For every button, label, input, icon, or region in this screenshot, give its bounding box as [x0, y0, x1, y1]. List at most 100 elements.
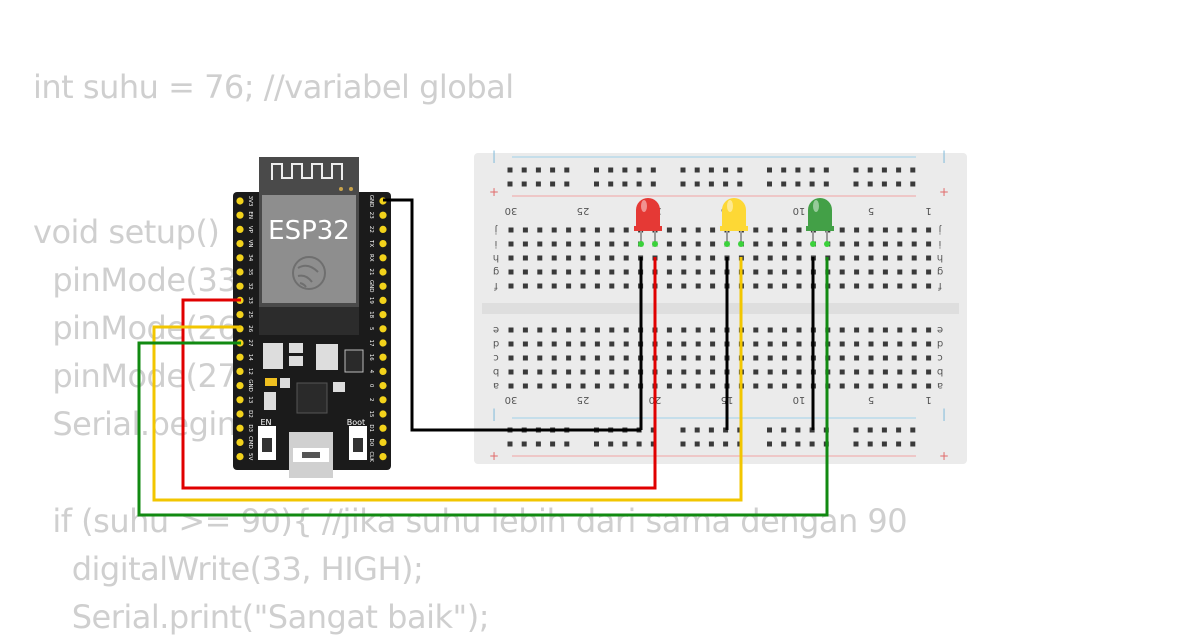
pin-left[interactable]: [236, 211, 244, 219]
hole: [911, 369, 917, 375]
pin-right[interactable]: [379, 396, 387, 404]
pin-right[interactable]: [379, 438, 387, 446]
pin-label-right: 2: [368, 398, 374, 402]
pin-left[interactable]: [236, 197, 244, 205]
pin-left[interactable]: [236, 240, 244, 248]
pin-right[interactable]: [379, 240, 387, 248]
column-number: 1: [925, 394, 931, 405]
hole: [723, 441, 729, 447]
pin-right[interactable]: [379, 453, 387, 461]
hole: [666, 269, 672, 275]
hole: [781, 181, 787, 187]
hole: [608, 167, 614, 173]
pin-right[interactable]: [379, 311, 387, 319]
pin-right[interactable]: [379, 424, 387, 432]
column-number: 1: [925, 205, 931, 216]
hole: [854, 355, 860, 361]
hole: [550, 167, 556, 173]
hole: [853, 427, 859, 433]
column-number: 5: [868, 394, 874, 405]
hole: [796, 269, 802, 275]
wire-yellow[interactable]: [152, 257, 743, 502]
pin-right[interactable]: [379, 367, 387, 375]
pin-left[interactable]: [236, 367, 244, 375]
pin-right[interactable]: [379, 268, 387, 276]
hole: [508, 341, 514, 347]
pin-right[interactable]: [379, 282, 387, 290]
code-line: if (suhu >= 90){ //jika suhu lebih dari …: [33, 501, 908, 540]
hole: [796, 241, 802, 247]
hole: [897, 269, 903, 275]
pin-left[interactable]: [236, 282, 244, 290]
wire-red[interactable]: [181, 257, 657, 490]
hole: [767, 269, 773, 275]
hole: [681, 227, 687, 233]
hole: [753, 327, 759, 333]
pin-right[interactable]: [379, 410, 387, 418]
hole: [781, 427, 787, 433]
hole: [580, 227, 586, 233]
hole: [564, 441, 570, 447]
hole: [926, 369, 932, 375]
hole: [854, 227, 860, 233]
wire-gnd[interactable]: [383, 198, 641, 432]
pin-right[interactable]: [379, 254, 387, 262]
pin-label-right: 17: [368, 340, 374, 347]
hole: [839, 341, 845, 347]
pin-left[interactable]: [236, 353, 244, 361]
hole: [522, 241, 528, 247]
led-green[interactable]: [806, 198, 834, 247]
hole: [609, 241, 615, 247]
hole: [781, 167, 787, 173]
pin-left[interactable]: [236, 382, 244, 390]
pin-right[interactable]: [379, 296, 387, 304]
pin-left[interactable]: [236, 438, 244, 446]
led-yellow[interactable]: [720, 198, 748, 247]
hole: [522, 383, 528, 389]
led-highlight: [813, 200, 819, 212]
pin-left[interactable]: [236, 311, 244, 319]
hole: [839, 327, 845, 333]
hole: [882, 227, 888, 233]
hole: [911, 283, 917, 289]
pin-right[interactable]: [379, 382, 387, 390]
pin-left[interactable]: [236, 225, 244, 233]
en-button[interactable]: [262, 438, 272, 452]
hole: [580, 383, 586, 389]
pin-left[interactable]: [236, 254, 244, 262]
pin-right[interactable]: [379, 353, 387, 361]
hole: [594, 341, 600, 347]
pin-label-left: D2: [247, 410, 253, 418]
hole: [580, 355, 586, 361]
hole: [809, 181, 815, 187]
pin-right[interactable]: [379, 339, 387, 347]
pin-left[interactable]: [236, 410, 244, 418]
hole: [911, 227, 917, 233]
row-letter: f: [494, 280, 498, 291]
breadboard-channel: [482, 303, 959, 314]
hole: [767, 227, 773, 233]
pin-left[interactable]: [236, 268, 244, 276]
hole: [508, 269, 514, 275]
hole: [795, 181, 801, 187]
led-red[interactable]: [634, 198, 662, 247]
hole: [753, 269, 759, 275]
pin-left[interactable]: [236, 424, 244, 432]
hole: [723, 167, 729, 173]
hole: [608, 441, 614, 447]
hole: [521, 167, 527, 173]
pin-right[interactable]: [379, 325, 387, 333]
pin-right[interactable]: [379, 211, 387, 219]
led-pin-marker: [638, 241, 644, 247]
pin-right[interactable]: [379, 225, 387, 233]
pin-left[interactable]: [236, 396, 244, 404]
hole: [723, 181, 729, 187]
wire-green[interactable]: [137, 257, 829, 517]
boot-button[interactable]: [353, 438, 363, 452]
hole: [566, 327, 572, 333]
breadboard[interactable]: ||++||++303025252020151510105511jjiihhgg…: [474, 149, 967, 464]
hole: [564, 167, 570, 173]
hole: [695, 241, 701, 247]
pin-left[interactable]: [236, 453, 244, 461]
